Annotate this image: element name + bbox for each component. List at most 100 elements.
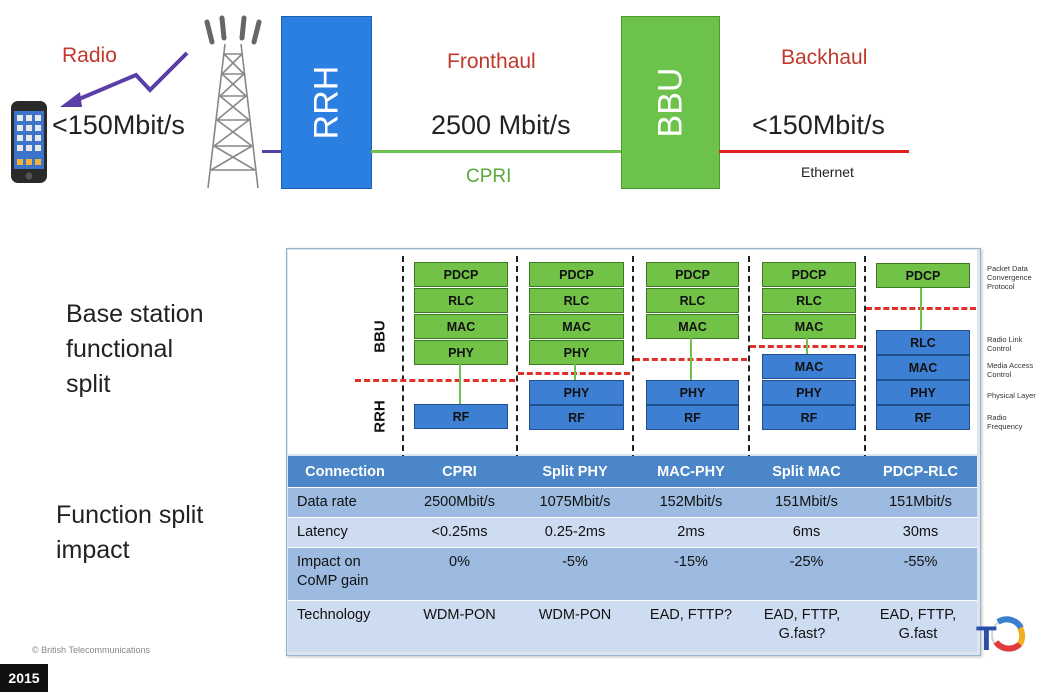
pdcprlc-mac-layer: MAC	[876, 355, 970, 380]
rrh-box-label: RRH	[306, 65, 345, 140]
fronthaul-rate-label: 2500 Mbit/s	[431, 110, 571, 140]
rrh-box: RRH	[281, 16, 372, 189]
column-divider	[516, 256, 518, 650]
bbu-axis-label: BBU	[371, 320, 389, 353]
macphy-phy-layer: PHY	[646, 380, 739, 405]
splitmac-rf-layer: RF	[762, 405, 856, 430]
macphy-rlc-layer: RLC	[646, 288, 739, 313]
splitphy-rlc-layer: RLC	[529, 288, 624, 313]
splitmac-mac-layer: MAC	[762, 314, 856, 339]
copyright-text: © British Telecommunications	[32, 645, 151, 655]
cpri-phy-layer: PHY	[414, 340, 508, 365]
cell-comp-split-mac: -25%	[789, 554, 824, 570]
cell-data-rate-mac-phy: 152Mbit/s	[659, 494, 723, 510]
cell-data-rate-split-phy: 1075Mbit/s	[539, 494, 611, 510]
column-divider	[864, 256, 866, 650]
cell-latency-cpri: <0.25ms	[431, 524, 488, 540]
cell-data-rate-cpri: 2500Mbit/s	[424, 494, 495, 510]
cpri-rf-layer: RF	[414, 404, 508, 429]
macphy-rf-layer: RF	[646, 405, 739, 430]
radio-label: Radio	[62, 44, 117, 67]
splitphy-phy-layer: PHY	[529, 340, 624, 365]
cell-tech-split-mac: EAD, FTTP, G.fast?	[763, 607, 841, 642]
cell-comp-pdcp-rlc: -55%	[903, 554, 938, 570]
backhaul-label: Backhaul	[781, 46, 868, 69]
cell-tower-icon	[198, 14, 268, 190]
splitmac-mac-rrh-layer: MAC	[762, 354, 856, 379]
cell-comp-mac-phy: -15%	[674, 554, 708, 570]
row-separator	[288, 517, 977, 518]
impact-title-line-1: Function split	[56, 501, 204, 529]
row-separator	[288, 547, 977, 548]
splitphy-connector	[574, 364, 576, 380]
top-link-diagram: Radio <150Mbit/s RRH Fron	[0, 0, 1064, 210]
cell-tech-split-phy: WDM-PON	[538, 607, 612, 623]
cell-data-rate-split-mac: 151Mbit/s	[775, 494, 838, 510]
impact-title-line-2: impact	[56, 536, 130, 564]
table-header-cpri: CPRI	[442, 463, 477, 480]
year-text: 2015	[8, 670, 40, 686]
split-line-cpri	[355, 379, 515, 382]
note-phy: Physical Layer	[987, 391, 1036, 400]
split-title-line-2: functional	[66, 335, 174, 363]
ethernet-label: Ethernet	[801, 164, 854, 180]
row-label-comp-gain: Impact on CoMP gain	[297, 554, 369, 589]
backhaul-line	[719, 150, 909, 153]
bbu-box-label: BBU	[650, 67, 689, 138]
cell-tech-pdcp-rlc: EAD, FTTP, G.fast	[879, 607, 957, 642]
smartphone-icon	[10, 100, 48, 184]
row-label-data-rate: Data rate	[297, 494, 357, 510]
pdcprlc-phy-layer: PHY	[876, 380, 970, 405]
cpri-connector	[459, 364, 461, 404]
table-header-mac-phy: MAC-PHY	[657, 463, 725, 480]
cell-tech-cpri: WDM-PON	[423, 607, 496, 623]
phone-rate-label: <150Mbit/s	[52, 110, 185, 140]
cell-latency-split-mac: 6ms	[792, 524, 821, 540]
table-row-bg	[288, 547, 977, 600]
table-header-row	[288, 456, 977, 487]
cell-latency-pdcp-rlc: 30ms	[902, 524, 939, 540]
splitphy-phy-rrh-layer: PHY	[529, 380, 624, 405]
macphy-connector	[690, 338, 692, 380]
cpri-mac-layer: MAC	[414, 314, 508, 339]
impact-table: Connection CPRI Split PHY MAC-PHY Split …	[288, 456, 977, 652]
table-row-bg	[288, 487, 977, 517]
splitmac-pdcp-layer: PDCP	[762, 262, 856, 287]
row-label-latency: Latency	[297, 524, 348, 540]
macphy-pdcp-layer: PDCP	[646, 262, 739, 287]
table-header-split-phy: Split PHY	[542, 463, 608, 480]
cell-latency-split-phy: 0.25-2ms	[544, 524, 606, 540]
svg-text:T: T	[976, 620, 997, 658]
splitphy-rf-layer: RF	[529, 405, 624, 430]
splitmac-rlc-layer: RLC	[762, 288, 856, 313]
cell-comp-cpri: 0%	[449, 554, 470, 570]
backhaul-rate-label: <150Mbit/s	[752, 110, 885, 140]
splitmac-connector	[806, 338, 808, 354]
cell-data-rate-pdcp-rlc: 151Mbit/s	[889, 494, 952, 510]
cell-latency-mac-phy: 2ms	[677, 524, 705, 540]
pdcprlc-pdcp-layer: PDCP	[876, 263, 970, 288]
row-separator	[288, 487, 977, 488]
table-row-bg	[288, 517, 977, 547]
splitphy-mac-layer: MAC	[529, 314, 624, 339]
column-divider	[632, 256, 634, 650]
fronthaul-line	[371, 150, 622, 153]
cpri-rlc-layer: RLC	[414, 288, 508, 313]
cpri-pdcp-layer: PDCP	[414, 262, 508, 287]
splitmac-phy-layer: PHY	[762, 380, 856, 405]
fronthaul-label: Fronthaul	[447, 50, 536, 73]
year-badge: 2015	[0, 664, 48, 692]
function-split-impact-title: Function split impact	[56, 498, 203, 568]
pdcprlc-rf-layer: RF	[876, 405, 970, 430]
rrh-axis-label: RRH	[371, 400, 389, 433]
pdcprlc-connector	[920, 288, 922, 330]
table-header-connection: Connection	[305, 463, 385, 480]
column-divider	[402, 256, 404, 650]
base-station-split-title: Base station functional split	[66, 297, 204, 402]
bt-logo: T	[976, 610, 1030, 660]
table-header-pdcp-rlc: PDCP-RLC	[883, 463, 958, 480]
cpri-label: CPRI	[466, 166, 512, 187]
